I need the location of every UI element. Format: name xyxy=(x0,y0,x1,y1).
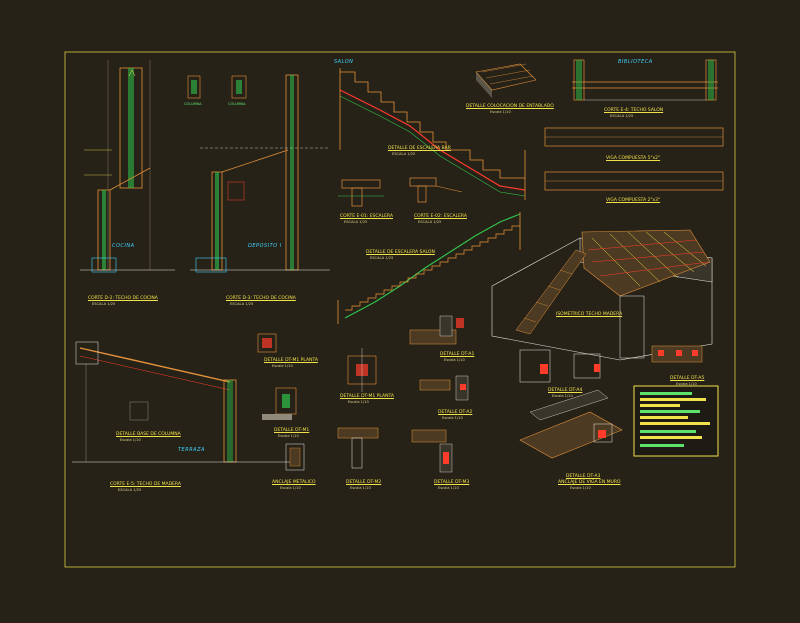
detail-a5 xyxy=(651,345,703,363)
corte-e4-drawing xyxy=(572,59,718,101)
label-salon: SALON xyxy=(334,59,354,65)
title-corte-e4: CORTE E-4: TECHO SALON xyxy=(604,108,664,113)
scale-dt-a2: Escala 1/10 xyxy=(442,416,463,420)
label-deposito: DEPOSITO I xyxy=(248,243,282,249)
title-dt-m2-planta: DETALLE DT-M1 PLANTA xyxy=(340,394,394,399)
title-corte-d2: CORTE D-2: TECHO DE COCINA xyxy=(88,296,158,301)
scale-escalera-bar: ESCALA 1/25 xyxy=(392,152,416,156)
title-dt-m2: DETALLE DT-M2 xyxy=(346,480,382,485)
label-cocina: COCINA xyxy=(112,243,135,249)
title-anclaje-metalico: ANCLAJE METALICO xyxy=(272,480,316,485)
scale-dt-a5: Escala 1/10 xyxy=(676,382,697,386)
detail-a4 xyxy=(519,349,601,383)
title-dt-a2: DETALLE DT-A2 xyxy=(438,410,473,415)
title-corte-e5: CORTE E-5: TECHO DE MADERA xyxy=(110,482,181,487)
viga-compuesta-1 xyxy=(544,127,724,147)
scale-corte-e5: ESCALA 1/25 xyxy=(118,488,142,492)
title-viga-1: VIGA COMPUESTA 5"x2" xyxy=(606,156,661,161)
title-dt-a4: DETALLE DT-A4 xyxy=(548,388,583,393)
viga-compuesta-2 xyxy=(544,171,724,191)
scale-corte-e02: ESCALA 1/25 xyxy=(418,220,442,224)
corte-d3-drawing xyxy=(190,74,330,273)
label-biblioteca: BIBLIOTECA xyxy=(618,59,653,65)
isometrico-drawing xyxy=(491,229,713,361)
corte-e01-drawing xyxy=(338,179,384,207)
title-dt-a5: DETALLE DT-A5 xyxy=(670,376,705,381)
legend-box xyxy=(633,385,719,457)
detail-a1 xyxy=(409,315,464,345)
detail-a3 xyxy=(519,389,623,459)
scale-dt-m2-planta: Escala 1/10 xyxy=(348,400,369,404)
scale-base-columna: Escala 1/10 xyxy=(120,438,141,442)
scale-dt-m1: Escala 1/10 xyxy=(278,434,299,438)
title-colocacion: DETALLE COLOCACION DE ENTABLADO xyxy=(466,104,554,109)
detail-m1-planta xyxy=(257,333,277,353)
svg-text:COLUMNA: COLUMNA xyxy=(228,102,246,106)
title-corte-e02: CORTE E-02: ESCALERA xyxy=(414,214,467,219)
scale-anclaje-metalico: Escala 1/10 xyxy=(280,486,301,490)
detail-m2 xyxy=(337,427,379,469)
scale-escalera-salon: ESCALA 1/25 xyxy=(370,256,394,260)
escalera-bar-drawing xyxy=(339,68,526,200)
title-dt-m1: DETALLE DT-M1 xyxy=(274,428,310,433)
title-anclaje-viga: ANCLAJE DE VIGA EN MURO xyxy=(558,480,621,485)
corte-e5-drawing xyxy=(72,341,300,463)
title-dt-m3: DETALLE DT-M3 xyxy=(434,480,470,485)
escalera-salon-drawing xyxy=(337,212,521,324)
scale-dt-m2: Escala 1/10 xyxy=(350,486,371,490)
anclaje-metalico xyxy=(285,443,305,471)
title-corte-d3: CORTE D-3: TECHO DE COCINA xyxy=(226,296,296,301)
detail-a2 xyxy=(419,375,469,401)
label-terraza: TERRAZA xyxy=(178,447,205,453)
title-dt-a1: DETALLE DT-A1 xyxy=(440,352,475,357)
title-dt-m1-planta: DETALLE DT-M1 PLANTA xyxy=(264,358,318,363)
detail-m3 xyxy=(411,429,453,473)
scale-colocacion: Escala 1/10 xyxy=(490,110,511,114)
scale-dt-m1-planta: Escala 1/10 xyxy=(272,364,293,368)
scale-dt-a3: Escala 1/10 xyxy=(570,486,591,490)
small-column-sections: COLUMNA COLUMNA xyxy=(184,75,247,106)
scale-corte-e4: ESCALA 1/25 xyxy=(610,114,634,118)
sheet-frame xyxy=(64,51,736,568)
detail-m1 xyxy=(262,387,297,420)
scale-corte-d2: ESCALA 1/25 xyxy=(92,302,116,306)
scale-corte-d3: ESCALA 1/25 xyxy=(230,302,254,306)
title-isometrico: ISOMETRICO TECHO MADERA xyxy=(556,312,623,317)
scale-dt-m3: Escala 1/10 xyxy=(438,486,459,490)
title-viga-2: VIGA COMPUESTA 2"x3" xyxy=(606,198,661,203)
corte-d2-drawing xyxy=(80,60,175,273)
title-dt-a3: DETALLE DT-A3 xyxy=(566,474,601,479)
title-corte-e01: CORTE E-01: ESCALERA xyxy=(340,214,393,219)
title-escalera-bar: DETALLE DE ESCALERA BAR xyxy=(388,146,451,151)
svg-text:COLUMNA: COLUMNA xyxy=(184,102,202,106)
colocacion-drawing xyxy=(475,63,537,98)
scale-dt-a1: Escala 1/10 xyxy=(444,358,465,362)
detail-m2-planta xyxy=(347,348,377,392)
title-escalera-salon: DETALLE DE ESCALERA SALON xyxy=(366,250,435,255)
scale-dt-a4: Escala 1/10 xyxy=(552,394,573,398)
title-base-columna: DETALLE BASE DE COLUMNA xyxy=(116,432,181,437)
corte-e02-drawing xyxy=(409,177,463,203)
scale-corte-e01: ESCALA 1/25 xyxy=(344,220,368,224)
